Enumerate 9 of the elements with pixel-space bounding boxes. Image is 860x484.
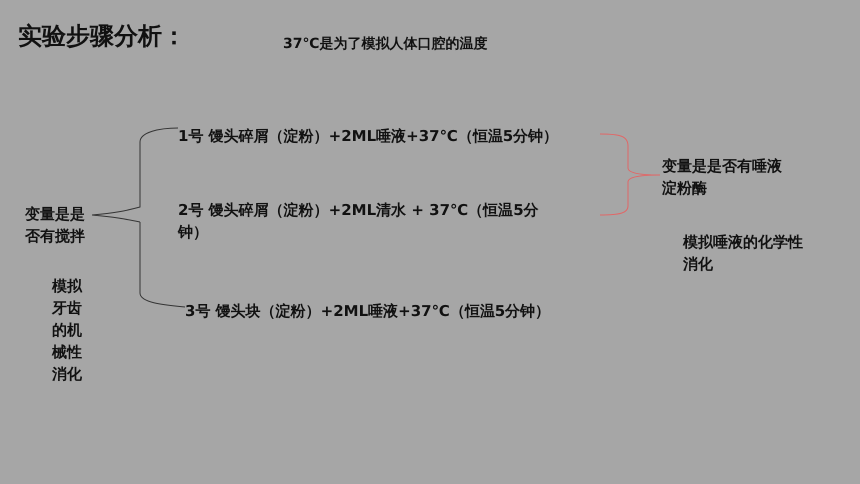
note-text: 模拟牙齿的机械性消化 bbox=[52, 276, 84, 385]
note-text: 模拟唾液的化学性消化 bbox=[683, 232, 804, 275]
title: 实验步骤分析： bbox=[18, 21, 186, 52]
note-text: 37℃是为了模拟人体口腔的温度 bbox=[283, 34, 488, 54]
experiment-step: 1号 馒头碎屑（淀粉）+2ML唾液+37℃（恒温5分钟） bbox=[178, 125, 618, 147]
note-text: 变量是是否有唾液淀粉酶 bbox=[662, 156, 783, 199]
experiment-step: 3号 馒头块（淀粉）+2ML唾液+37℃（恒温5分钟） bbox=[185, 300, 570, 322]
experiment-step: 2号 馒头碎屑（淀粉）+2ML清水 + 37℃（恒温5分钟） bbox=[178, 199, 563, 243]
note-text: 变量是是否有搅拌 bbox=[25, 204, 86, 247]
